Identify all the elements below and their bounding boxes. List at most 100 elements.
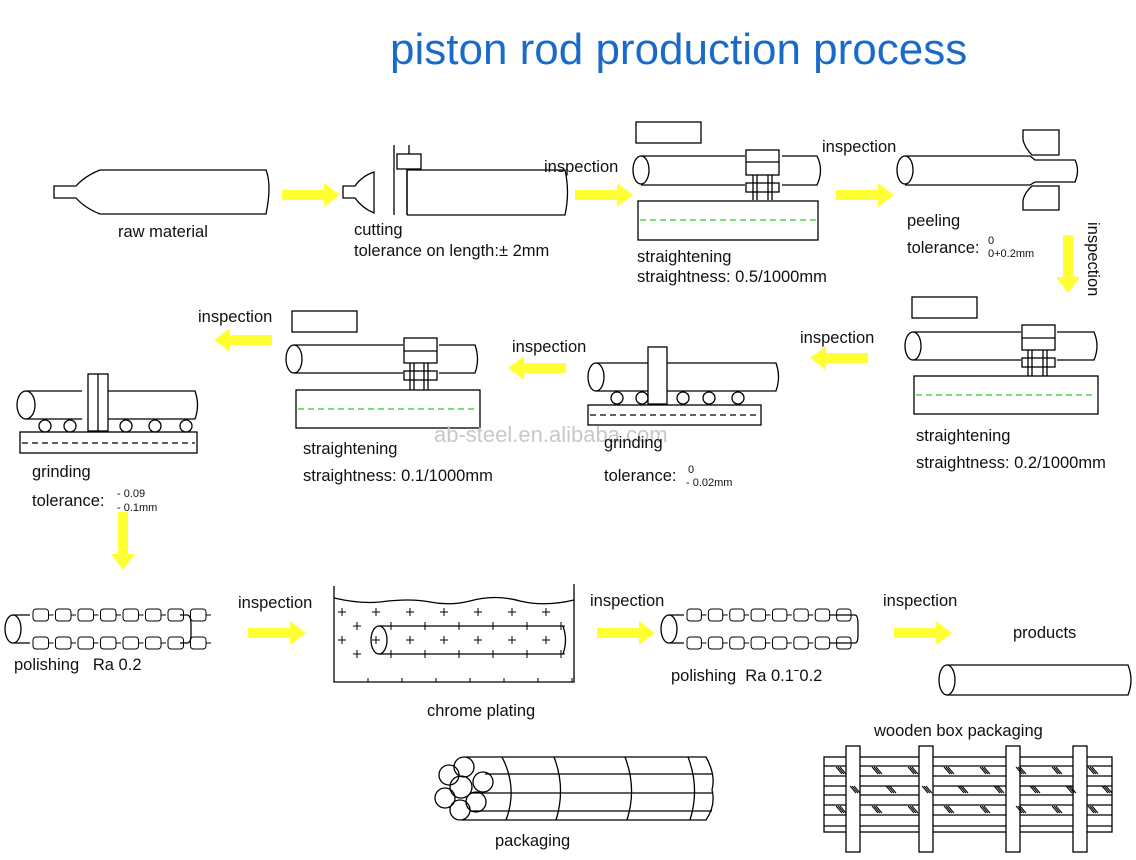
polishing-roller — [55, 608, 72, 622]
wood-hatch — [945, 766, 953, 775]
plus-sign — [338, 608, 346, 616]
label-chrome-plating: chrome plating — [427, 702, 536, 720]
wood-hatch — [839, 766, 847, 775]
straightening-3-machine — [285, 310, 481, 429]
spec-straightening-2: straightness: 0.2/1000mm — [916, 454, 1106, 472]
raw-material-rod — [53, 169, 270, 215]
polishing-roller — [793, 608, 809, 622]
grinding-2-tol-upper: - 0.09 — [117, 488, 146, 500]
wood-hatch — [1089, 805, 1097, 814]
arrow-down-icon — [1056, 235, 1080, 293]
polishing-roller — [190, 608, 207, 622]
polishing-roller — [100, 636, 117, 650]
chrome-plating-tank — [333, 584, 575, 683]
plus-sign — [353, 622, 361, 630]
wood-hatch — [923, 785, 931, 794]
wood-hatch — [835, 805, 843, 814]
arrow-left-icon — [508, 356, 566, 380]
label-products: products — [1013, 624, 1077, 642]
wood-hatch — [1103, 785, 1111, 794]
wood-hatch — [943, 805, 951, 814]
inspection-label: inspection — [800, 329, 875, 347]
inspection-label: inspection — [883, 592, 958, 610]
wood-hatch — [925, 785, 933, 794]
polishing-1-machine — [4, 614, 192, 644]
wood-hatch — [1019, 805, 1027, 814]
label-straightening-2: straightening — [916, 427, 1011, 445]
wood-hatch — [995, 785, 1003, 794]
product-rod — [938, 664, 1132, 696]
polishing-roller — [55, 636, 72, 650]
wood-hatch — [1055, 805, 1063, 814]
arrow-right-icon — [836, 183, 894, 207]
wood-hatch — [887, 785, 895, 794]
polishing-roller — [814, 608, 831, 622]
wood-hatch — [907, 766, 915, 775]
wood-hatch — [1051, 766, 1059, 775]
wood-hatch — [945, 805, 953, 814]
plus-sign — [440, 636, 448, 644]
polishing-roller — [707, 608, 724, 622]
wood-hatch — [957, 785, 965, 794]
polishing-roller — [750, 608, 766, 622]
peeling-tol-upper: 0 — [988, 235, 995, 247]
wood-hatch — [909, 805, 917, 814]
wood-hatch — [1017, 766, 1025, 775]
polishing-roller — [145, 608, 162, 622]
plus-sign — [542, 608, 550, 616]
plus-sign — [440, 608, 448, 616]
wood-hatch — [961, 785, 969, 794]
arrow-left-icon — [810, 346, 868, 370]
plus-sign — [489, 650, 497, 658]
spec-straightening-3: straightness: 0.1/1000mm — [303, 467, 493, 485]
arrow-right-icon — [248, 621, 306, 645]
arrow-left-icon — [214, 328, 272, 352]
plus-sign — [455, 650, 463, 658]
polishing-roller — [122, 608, 139, 622]
wooden-box — [823, 745, 1113, 853]
plus-sign — [455, 622, 463, 630]
wood-hatch — [1015, 805, 1023, 814]
wood-hatch — [835, 766, 843, 775]
wood-hatch — [1105, 785, 1113, 794]
plus-sign — [508, 608, 516, 616]
label-straightening-1: straightening — [637, 248, 732, 266]
polishing-roller — [32, 608, 49, 622]
polishing-roller — [190, 636, 207, 650]
wood-hatch — [871, 766, 879, 775]
grinding-1-machine — [587, 346, 780, 426]
wood-hatch — [1053, 805, 1061, 814]
plus-sign — [387, 650, 395, 658]
wood-hatch — [1087, 766, 1095, 775]
label-straightening-3: straightening — [303, 440, 398, 458]
inspection-label: inspection — [238, 594, 313, 612]
wood-hatch — [1087, 805, 1095, 814]
wood-hatch — [1055, 766, 1063, 775]
inspection-label: inspection — [544, 158, 619, 176]
plus-sign — [421, 650, 429, 658]
wood-hatch — [1031, 785, 1039, 794]
polishing-roller — [793, 636, 809, 650]
page-title: piston rod production process — [390, 25, 968, 74]
wood-hatch — [851, 785, 859, 794]
arrow-right-icon — [894, 621, 952, 645]
spec-cutting: tolerance on length:± 2mm — [354, 242, 550, 260]
wood-hatch — [979, 766, 987, 775]
wood-hatch — [839, 805, 847, 814]
inspection-label: inspection — [822, 138, 897, 156]
plus-sign — [406, 608, 414, 616]
label-polishing-2: polishing Ra 0.1ˉ0.2 — [671, 667, 823, 685]
wood-hatch — [1015, 766, 1023, 775]
polishing-roller — [707, 636, 724, 650]
polishing-roller — [686, 636, 702, 650]
packaging-bundle — [434, 756, 714, 821]
wood-hatch — [875, 805, 883, 814]
plus-sign — [474, 608, 482, 616]
polishing-roller — [772, 608, 788, 622]
label-cutting: cutting — [354, 221, 403, 239]
grinding-2-machine — [16, 373, 199, 454]
polishing-roller — [729, 636, 745, 650]
arrow-right-icon — [575, 183, 633, 207]
inspection-label: inspection — [198, 308, 273, 326]
